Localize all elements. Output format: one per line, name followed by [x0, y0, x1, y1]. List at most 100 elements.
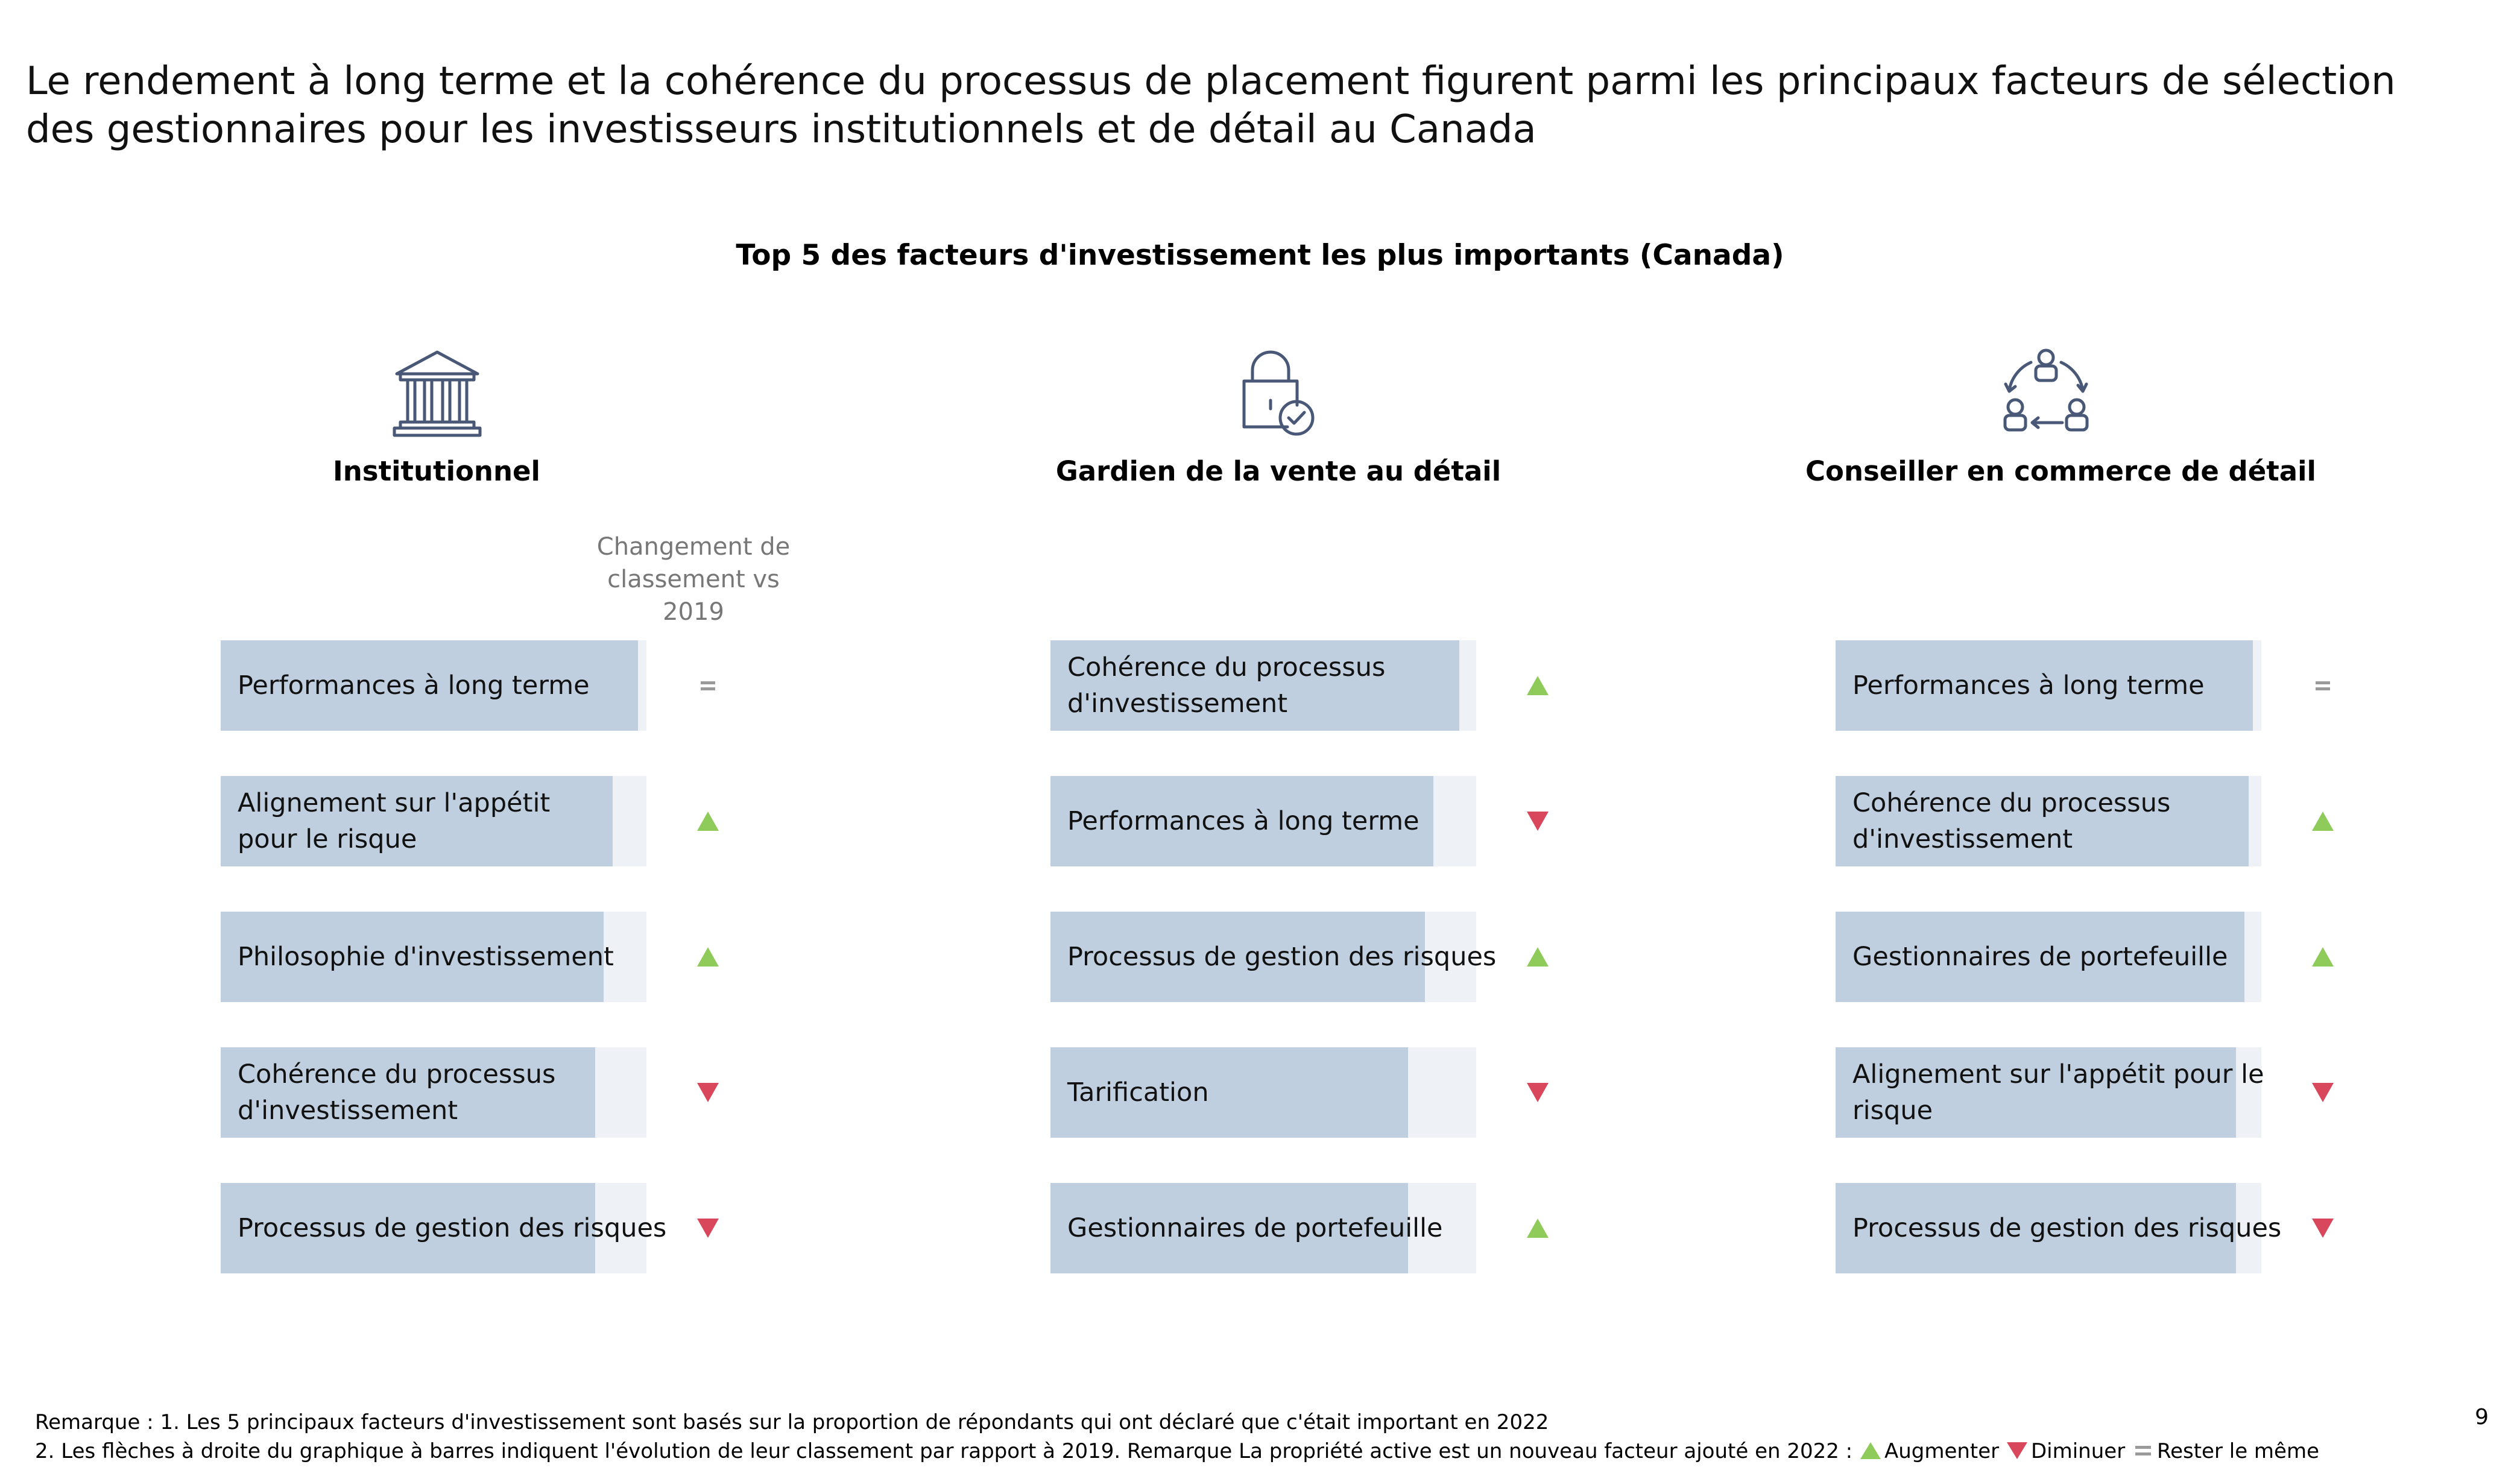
group-title-institutionnel: Institutionnel — [333, 455, 540, 487]
bar-label-line-2: d'investissement — [238, 1096, 458, 1126]
page-number: 9 — [2475, 1405, 2489, 1430]
rank-up-triangle-icon — [697, 947, 719, 967]
bar-conseiller-5 — [1836, 1183, 2236, 1273]
bar-conseiller-3 — [1836, 912, 2244, 1002]
bar-label-gardien-5: Gestionnaires de portefeuille — [1067, 1183, 1443, 1273]
bar-label-line-2: risque — [1852, 1096, 1933, 1126]
bar-conseiller-1 — [1836, 640, 2253, 731]
bar-label-conseiller-1: Performances à long terme — [1852, 640, 2205, 731]
legend-item-up: Augmenter — [1859, 1439, 2006, 1463]
bar-label-line-1: Tarification — [1067, 1077, 1209, 1108]
bar-track-institutionnel-3: Philosophie d'investissement — [221, 912, 646, 1002]
bar-track-conseiller-3: Gestionnaires de portefeuille — [1836, 912, 2261, 1002]
bar-label-institutionnel-3: Philosophie d'investissement — [238, 912, 614, 1002]
bar-gardien-5 — [1050, 1183, 1409, 1273]
bar-label-line-1: Processus de gestion des risques — [1067, 942, 1497, 972]
bar-label-institutionnel-2: Alignement sur l'appétit pour le risque — [238, 776, 550, 866]
legend-equal-sign-icon — [2135, 1446, 2151, 1455]
bar-label-line-1: Processus de gestion des risques — [238, 1213, 667, 1243]
bar-label-line-1: Philosophie d'investissement — [238, 942, 614, 972]
bar-track-institutionnel-5: Processus de gestion des risques — [221, 1183, 666, 1273]
bar-gardien-3 — [1050, 912, 1426, 1002]
rank-same-equal-icon — [701, 681, 715, 690]
bar-label-institutionnel-4: Cohérence du processus d'investissement — [238, 1047, 555, 1138]
bar-label-line-1: Cohérence du processus — [1067, 652, 1386, 683]
rank-down-triangle-icon — [697, 1219, 719, 1238]
bar-track-institutionnel-2: Alignement sur l'appétit pour le risque — [221, 776, 646, 866]
rank-up-triangle-icon — [697, 812, 719, 831]
bar-label-line-1: Gestionnaires de portefeuille — [1852, 942, 2228, 972]
bar-label-line-2: pour le risque — [238, 824, 417, 854]
bar-track-gardien-5: Gestionnaires de portefeuille — [1050, 1183, 1476, 1273]
page-title-line-1: Le rendement à long terme et la cohérenc… — [26, 59, 2396, 104]
bar-track-gardien-2: Performances à long terme — [1050, 776, 1476, 866]
bar-gardien-1 — [1050, 640, 1459, 731]
bank-building-icon — [393, 350, 482, 437]
bar-label-line-1: Cohérence du processus — [1852, 788, 2171, 818]
page-title-line-2: des gestionnaires pour les investisseurs… — [26, 107, 1536, 152]
bar-label-line-1: Gestionnaires de portefeuille — [1067, 1213, 1443, 1243]
rank-down-triangle-icon — [2312, 1219, 2334, 1238]
bar-label-gardien-2: Performances à long terme — [1067, 776, 1419, 866]
rank-up-triangle-icon — [1527, 1219, 1549, 1238]
bar-label-conseiller-5: Processus de gestion des risques — [1852, 1183, 2281, 1273]
rank-up-triangle-icon — [2312, 947, 2334, 967]
bar-label-line-1: Performances à long terme — [238, 670, 590, 701]
legend-up-triangle-icon — [1860, 1442, 1881, 1459]
chart-title: Top 5 des facteurs d'investissement les … — [736, 239, 1784, 272]
rank-same-equal-icon — [2316, 681, 2330, 690]
bar-gardien-4 — [1050, 1047, 1409, 1138]
rank-down-triangle-icon — [1527, 812, 1549, 831]
advisor-network-icon — [2003, 348, 2089, 432]
bar-track-institutionnel-4: Cohérence du processus d'investissement — [221, 1047, 646, 1138]
rank-up-triangle-icon — [1527, 676, 1549, 695]
rank-down-triangle-icon — [697, 1083, 719, 1102]
bar-label-institutionnel-5: Processus de gestion des risques — [238, 1183, 666, 1273]
bar-label-conseiller-3: Gestionnaires de portefeuille — [1852, 912, 2228, 1002]
bar-label-gardien-1: Cohérence du processus d'investissement — [1067, 640, 1385, 731]
bar-institutionnel-3 — [221, 912, 604, 1002]
change-header-line-3: 2019 — [663, 598, 724, 626]
bar-label-line-1: Performances à long terme — [1852, 670, 2205, 701]
bar-track-conseiller-5: Processus de gestion des risques — [1836, 1183, 2281, 1273]
bar-label-gardien-4: Tarification — [1067, 1047, 1209, 1138]
bar-track-gardien-3: Processus de gestion des risques — [1050, 912, 1496, 1002]
group-title-gardien: Gardien de la vente au détail — [1055, 455, 1502, 487]
bar-label-institutionnel-1: Performances à long terme — [238, 640, 590, 731]
bar-label-line-2: d'investissement — [1067, 689, 1288, 719]
bar-gardien-2 — [1050, 776, 1434, 866]
bar-institutionnel-4 — [221, 1047, 596, 1138]
bar-track-conseiller-1: Performances à long terme — [1836, 640, 2261, 731]
legend-item-down: Diminuer — [2006, 1439, 2132, 1463]
bar-track-gardien-4: Tarification — [1050, 1047, 1476, 1138]
legend-item-same: Rester le même — [2132, 1439, 2319, 1463]
rank-down-triangle-icon — [2312, 1083, 2334, 1102]
bar-institutionnel-1 — [221, 640, 638, 731]
bar-institutionnel-5 — [221, 1183, 596, 1273]
rank-up-triangle-icon — [1527, 947, 1549, 967]
legend-down-triangle-icon — [2006, 1442, 2027, 1459]
change-header-line-1: Changement de — [596, 533, 791, 561]
change-header-line-2: classement vs — [607, 566, 780, 593]
bar-label-line-1: Alignement sur l'appétit — [238, 788, 551, 818]
legend-label-down: Diminuer — [2030, 1439, 2126, 1463]
change-column-header: Changement de classement vs 2019 — [573, 531, 814, 628]
bar-conseiller-2 — [1836, 776, 2249, 866]
padlock-check-icon — [1242, 350, 1315, 436]
footnote-line-2-text: 2. Les flèches à droite du graphique à b… — [35, 1439, 1853, 1463]
legend-label-up: Augmenter — [1884, 1439, 2000, 1463]
rank-down-triangle-icon — [1527, 1083, 1549, 1102]
bar-track-gardien-1: Cohérence du processus d'investissement — [1050, 640, 1476, 731]
footnote-line-2: 2. Les flèches à droite du graphique à b… — [35, 1437, 2319, 1466]
footnotes: Remarque : 1. Les 5 principaux facteurs … — [35, 1408, 2319, 1466]
group-title-conseiller: Conseiller en commerce de détail — [1805, 455, 2316, 487]
bar-label-line-1: Performances à long terme — [1067, 806, 1419, 836]
bar-label-line-1: Cohérence du processus — [238, 1059, 556, 1090]
bar-label-line-1: Processus de gestion des risques — [1852, 1213, 2282, 1243]
bar-institutionnel-2 — [221, 776, 613, 866]
footnote-line-1: Remarque : 1. Les 5 principaux facteurs … — [35, 1410, 1549, 1434]
